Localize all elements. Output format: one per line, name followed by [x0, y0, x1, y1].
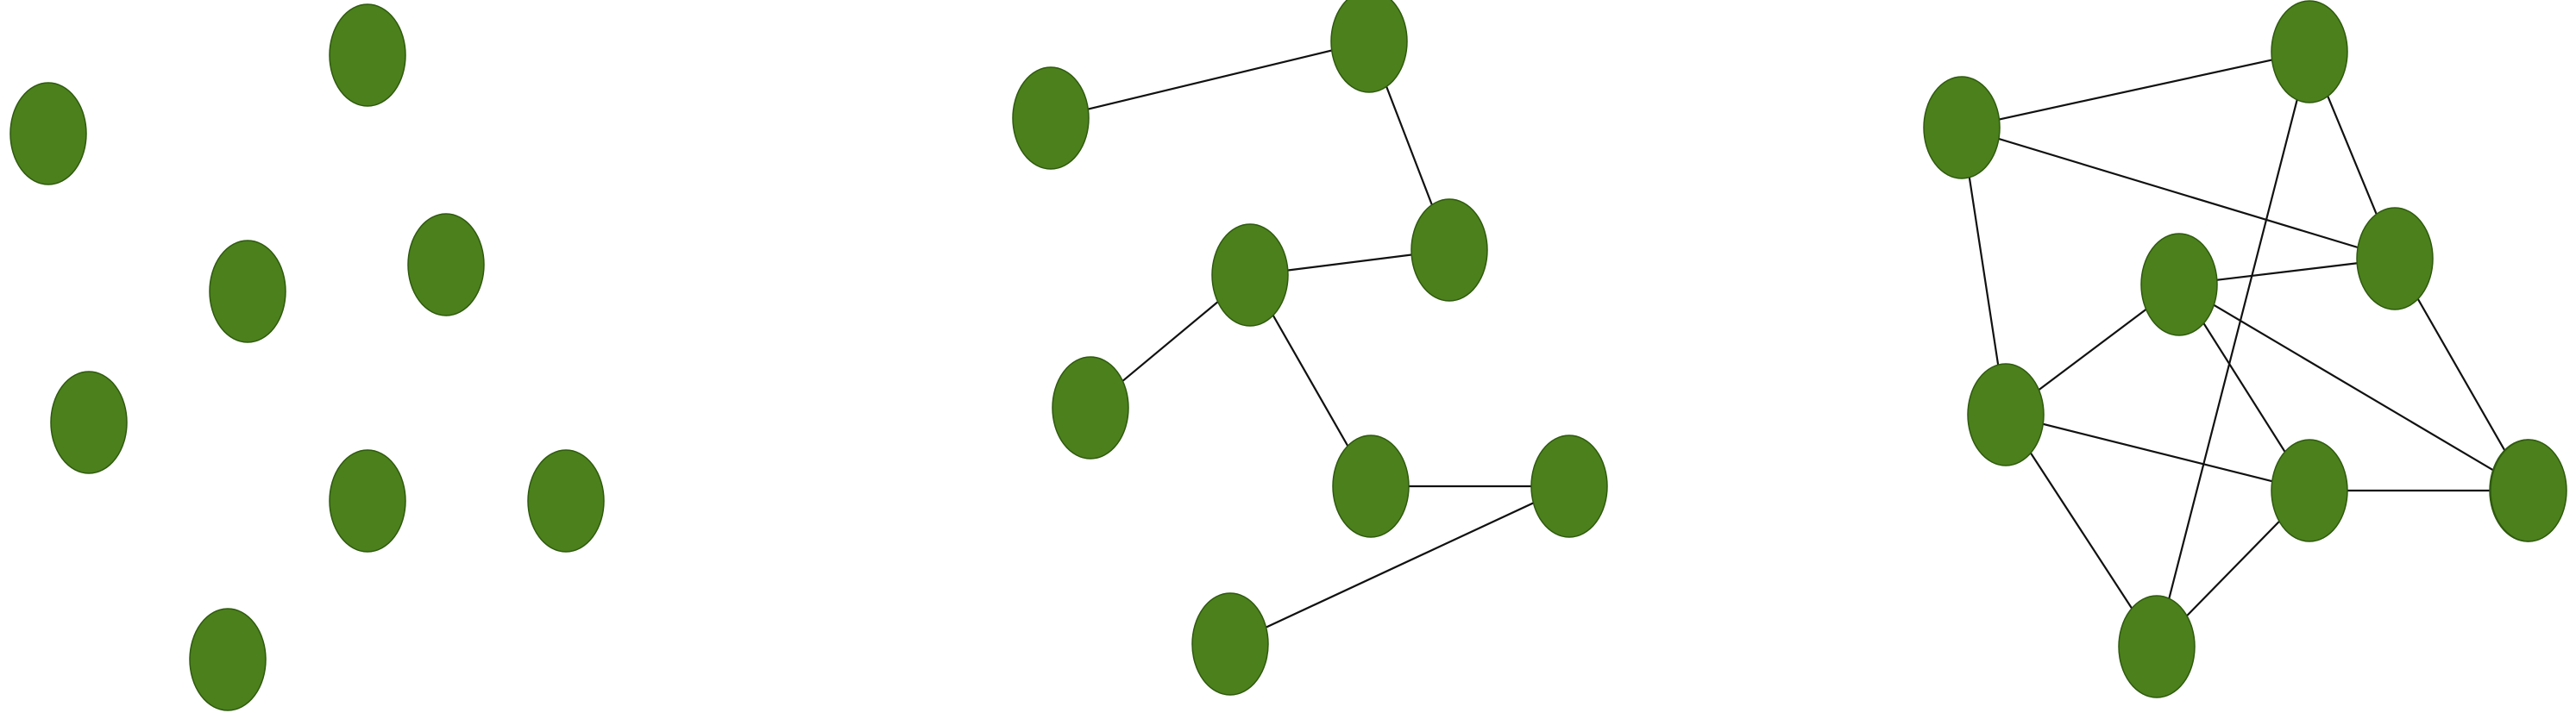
tree-graph-node-f [1332, 435, 1410, 538]
connected-graph-node-e [1967, 363, 2045, 466]
tree-graph-nodes [1012, 0, 1608, 696]
connected-graph-node-b [2271, 0, 2348, 103]
empty-graph-node-e [50, 371, 128, 474]
connected-graph-edge-d-g [2178, 284, 2529, 491]
tree-graph-edge-a-b [1050, 40, 1370, 120]
tree-graph-edges [1050, 40, 1570, 645]
empty-graph-node-b [329, 3, 406, 107]
connected-graph-node-i [2118, 595, 2196, 698]
connected-graph-node-c [2356, 207, 2434, 310]
tree-graph-node-b [1330, 0, 1408, 93]
connected-graph [1923, 0, 2567, 698]
tree-graph-node-c [1411, 198, 1488, 302]
connected-graph-edge-a-c [1961, 126, 2396, 260]
empty-graph-node-h [189, 608, 267, 711]
connected-graph-node-f [2271, 439, 2348, 542]
connected-graph-edges [1960, 50, 2529, 647]
connected-graph-edge-a-b [1961, 50, 2310, 129]
tree-graph-edge-g-h [1229, 485, 1570, 645]
connected-graph-node-a [1923, 76, 2001, 179]
empty-graph [9, 3, 605, 711]
empty-graph-node-g [527, 449, 605, 553]
tree-graph [1012, 0, 1608, 696]
connected-graph-nodes [1923, 0, 2567, 698]
tree-graph-node-e [1052, 356, 1129, 460]
connected-graph-node-d [2140, 233, 2218, 336]
empty-graph-nodes [9, 3, 605, 711]
connected-graph-edge-e-f [2005, 413, 2310, 492]
tree-graph-node-g [1530, 435, 1608, 538]
tree-graph-node-d [1211, 223, 1289, 327]
tree-graph-node-a [1012, 66, 1090, 170]
connected-graph-edge-b-i [2155, 51, 2311, 647]
connected-graph-node-h [2490, 439, 2567, 542]
empty-graph-node-f [329, 449, 406, 553]
empty-graph-node-a [9, 82, 87, 185]
empty-graph-node-d [407, 213, 485, 316]
tree-graph-node-h [1191, 592, 1269, 696]
empty-graph-node-c [209, 240, 286, 343]
